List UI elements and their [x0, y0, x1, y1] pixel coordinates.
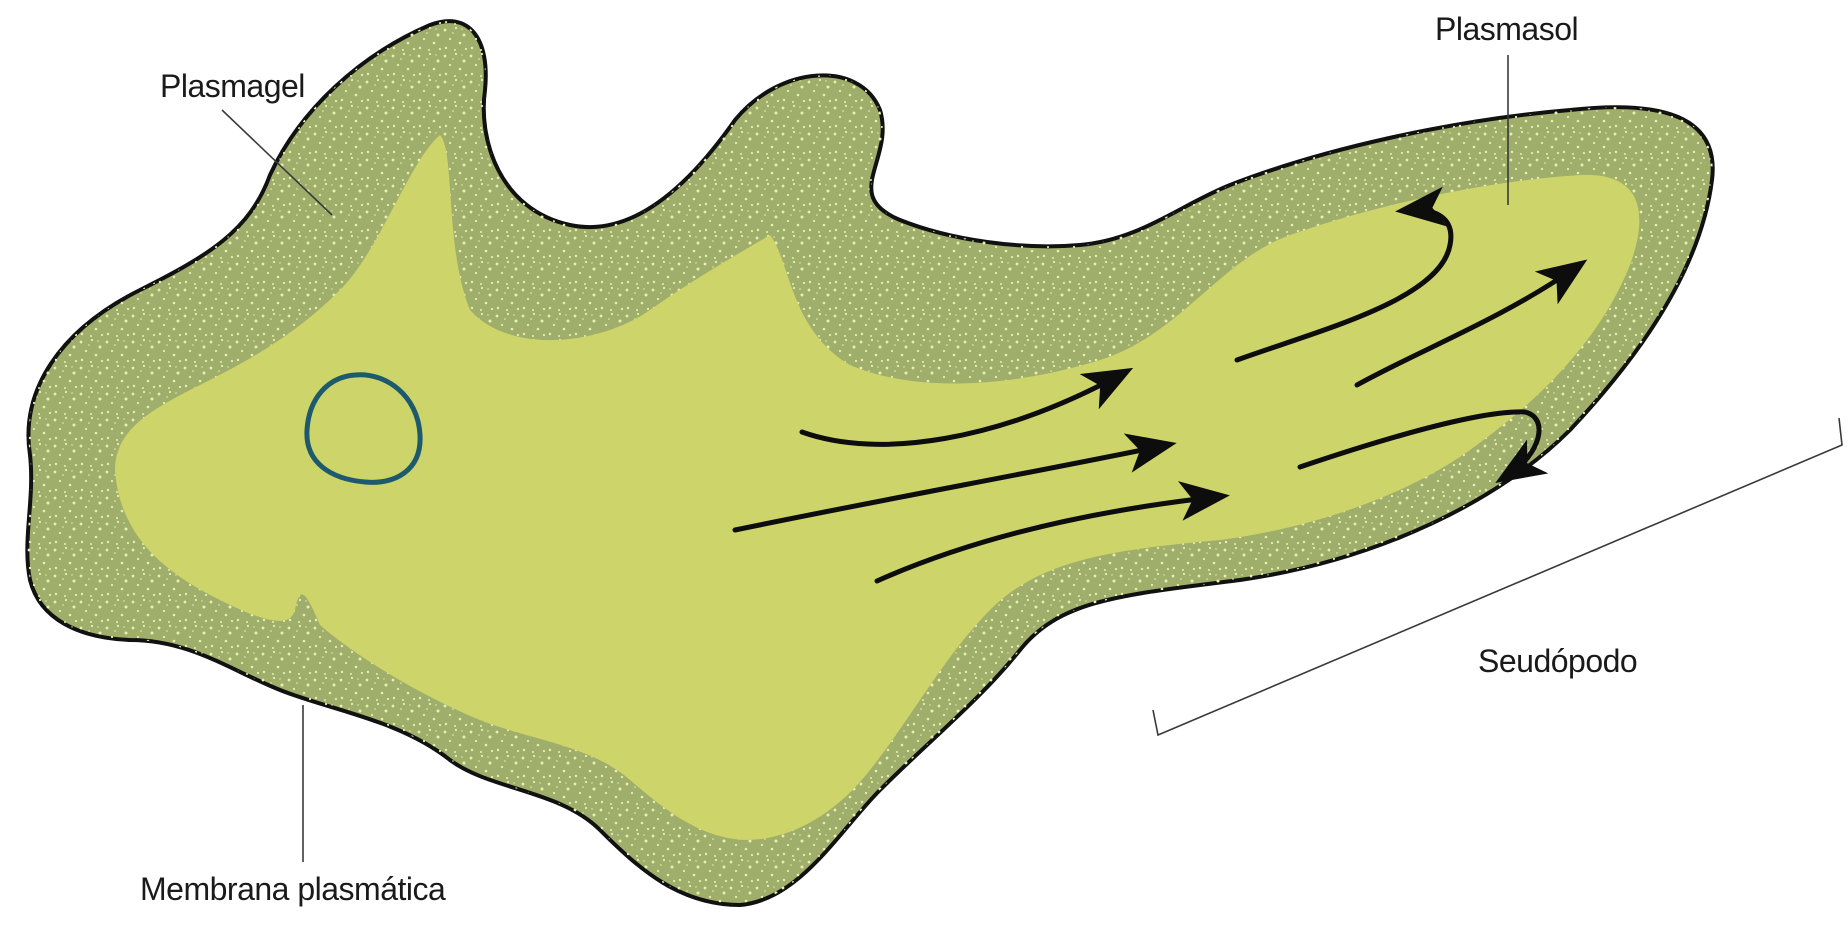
plasmasol-label: Plasmasol [1435, 11, 1578, 47]
plasmagel-label: Plasmagel [160, 68, 305, 104]
membrane-label: Membrana plasmática [140, 871, 446, 907]
pseudopod-label: Seudópodo [1478, 643, 1637, 679]
